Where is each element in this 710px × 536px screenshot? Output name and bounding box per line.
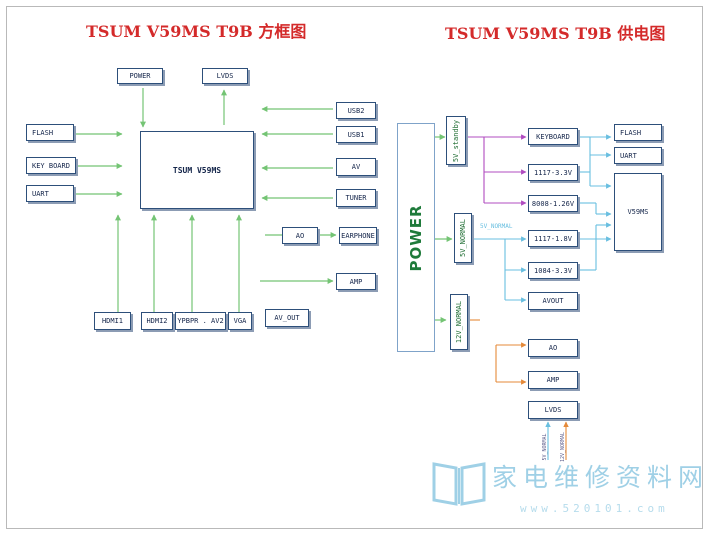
ypbpr-av2-box: YPBPR . AV2 [175,312,226,330]
av-box: AV [336,158,376,176]
hdmi1-box: HDMI1 [94,312,131,330]
block-arrows [76,88,337,312]
keyboard-box: KEY BOARD [26,157,76,174]
av-out-box: AV_OUT [265,309,309,327]
amp-power-box: AMP [528,371,578,389]
normal-rail-box: 5V_NORMAL [454,213,472,263]
normal-rail-label: 5V_NORMAL [459,219,467,257]
flash-power-box: FLASH [614,124,662,141]
normal-rail-wire-label: 5V_NORMAL [480,223,513,230]
hdmi2-box: HDMI2 [141,312,173,330]
normal-wires [473,134,612,460]
power-box: POWER [117,68,163,84]
standby-rail-box: 5V_standby [446,116,466,165]
standby-wires [466,134,527,206]
tuner-box: TUNER [336,189,376,207]
flash-box: FLASH [26,124,74,141]
standby-rail-label: 5V_standby [452,119,460,162]
lvds-box: LVDS [202,68,248,84]
rail-12v-label: 12V_NORMAL [455,300,463,344]
watermark-url: www.520101.com [520,502,669,515]
earphone-box: EARPHONE [339,227,377,244]
usb1-box: USB1 [336,126,376,143]
lvds-power-box: LVDS [528,401,578,419]
avout-box: AVOUT [528,292,578,310]
vga-box: VGA [228,312,252,330]
uart-box: UART [26,185,74,202]
rail12-wires [470,319,569,460]
block-diagram-title: TSUM V59MS T9B 方框图 [86,22,307,41]
reg-1117-33-box: 1117-3.3V [528,164,578,181]
reg-1084-box: 1084-3.3V [528,262,578,279]
ao-power-box: AO [528,339,578,357]
main-chip-box: TSUM V59MS [140,131,254,209]
keyboard-power-box: KEYBOARD [528,128,578,145]
v59ms-box: V59MS [614,173,662,251]
watermark-text: 家电维修资料网 [492,463,710,492]
rail-12v-box: 12V_NORMAL [450,294,468,350]
usb2-box: USB2 [336,102,376,119]
power-supply-box: POWER [397,123,435,352]
ao-box: AO [282,227,318,244]
reg-1117-18-box: 1117-1.8V [528,230,578,247]
uart-power-box: UART [614,147,662,164]
power-diagram-title: TSUM V59MS T9B 供电图 [445,24,666,43]
power-label: POWER [407,203,425,272]
diagram-frame [6,6,703,529]
reg-8008-box: 8008-1.26V [528,195,578,212]
amp-box: AMP [336,273,376,290]
book-logo-icon [432,462,486,506]
